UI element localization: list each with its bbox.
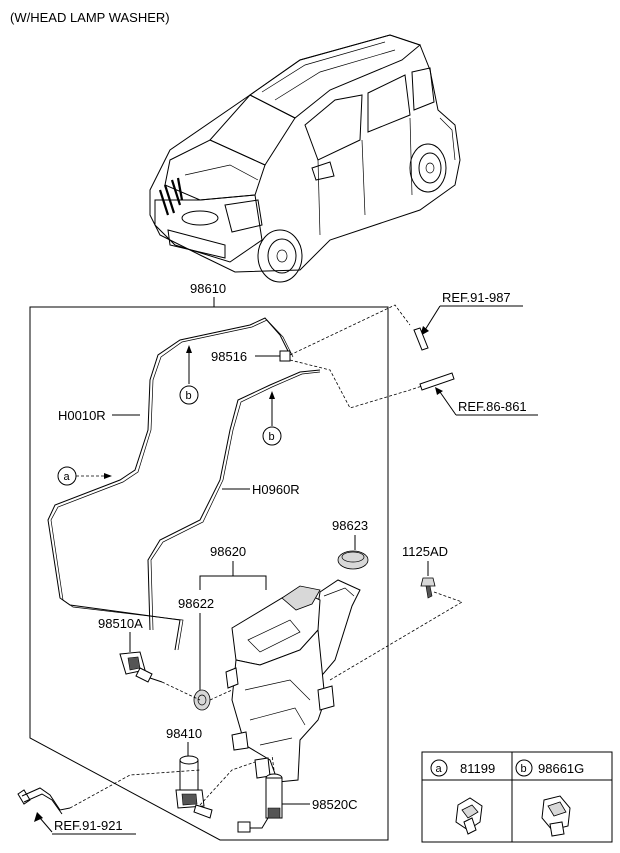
clip-81199 (455, 797, 483, 835)
svg-text:b: b (521, 763, 527, 775)
reservoir-cap (337, 550, 369, 570)
level-sensor-98520c (237, 773, 283, 833)
legend-key-b (515, 759, 533, 777)
label-98510a: 98510A (98, 616, 143, 631)
legend-part-a: 81199 (460, 761, 495, 776)
label-98516: 98516 (211, 349, 247, 364)
car-illustration (149, 34, 461, 283)
label-98620: 98620 (210, 544, 246, 559)
pump-98410 (175, 755, 213, 819)
ref-91-921-connector (17, 787, 71, 815)
svg-text:a: a (436, 763, 443, 775)
legend-table: a 81199 b 98661G (421, 751, 613, 843)
assembly-frame (29, 306, 389, 841)
svg-text:b: b (269, 431, 275, 443)
label-98622: 98622 (178, 596, 214, 611)
hose-h0960r (147, 369, 321, 631)
label-h0010r: H0010R (58, 408, 106, 423)
grommet-98622 (193, 689, 211, 711)
legend-part-b: 98661G (538, 761, 584, 776)
label-98410: 98410 (166, 726, 202, 741)
ref-91-987: REF.91-987 (442, 290, 511, 305)
label-h0960r: H0960R (252, 482, 300, 497)
ref-86-861: REF.86-861 (458, 399, 527, 414)
assembly-label: 98610 (190, 281, 226, 296)
label-98520c: 98520C (312, 797, 358, 812)
callout-b-upper (179, 385, 199, 405)
clip-98661g (541, 795, 571, 837)
svg-text:a: a (64, 471, 71, 483)
reservoir-98620 (225, 579, 361, 783)
callout-b-lower (262, 426, 282, 446)
legend-key-a (430, 759, 448, 777)
diagram-title: (W/HEAD LAMP WASHER) (10, 10, 170, 25)
bolt-1125ad (420, 577, 436, 587)
svg-text:b: b (186, 390, 192, 402)
nozzle-98510a (119, 651, 163, 683)
label-98623: 98623 (332, 518, 368, 533)
label-1125ad: 1125AD (402, 544, 448, 559)
ref-91-921: REF.91-921 (54, 818, 123, 833)
